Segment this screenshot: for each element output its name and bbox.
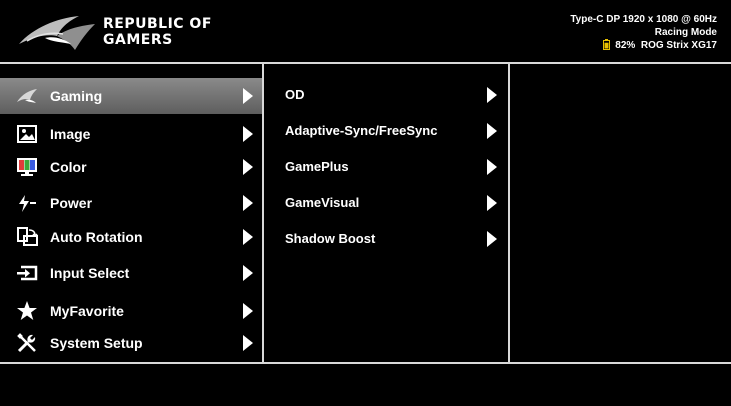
divider-top — [0, 62, 731, 64]
mode-info: Racing Mode — [654, 27, 717, 38]
menu-item-color[interactable]: Color — [0, 149, 262, 185]
brand-name: REPUBLIC OF GAMERS — [103, 16, 212, 48]
submenu-item-label: OD — [285, 87, 305, 102]
rog-logo-icon — [19, 16, 95, 50]
chevron-right-icon — [243, 335, 253, 351]
chevron-right-icon — [243, 195, 253, 211]
battery-row: 82% ROG Strix XG17 — [570, 39, 717, 52]
chevron-right-icon — [487, 159, 497, 175]
brand-line-1: REPUBLIC OF — [103, 16, 212, 32]
chevron-right-icon — [243, 159, 253, 175]
color-icon — [17, 158, 37, 176]
chevron-right-icon — [243, 88, 253, 104]
battery-icon — [603, 39, 611, 50]
chevron-right-icon — [243, 229, 253, 245]
menu-item-label: Color — [50, 159, 87, 175]
chevron-right-icon — [487, 123, 497, 139]
submenu-item-shadow-boost[interactable]: Shadow Boost — [264, 221, 508, 257]
chevron-right-icon — [487, 87, 497, 103]
model-name: ROG Strix XG17 — [640, 40, 717, 51]
submenu-item-gamevisual[interactable]: GameVisual — [264, 185, 508, 221]
menu-item-gaming[interactable]: Gaming — [0, 78, 262, 114]
menu-item-label: Auto Rotation — [50, 229, 143, 245]
divider-bottom — [0, 362, 731, 364]
menu-item-label: Input Select — [50, 265, 130, 281]
submenu-item-adaptive-sync[interactable]: Adaptive-Sync/FreeSync — [264, 113, 508, 149]
rog-eye-icon — [17, 89, 37, 103]
chevron-right-icon — [487, 231, 497, 247]
submenu-item-od[interactable]: OD — [264, 77, 508, 113]
menu-item-label: System Setup — [50, 335, 143, 351]
submenu-item-gameplus[interactable]: GamePlus — [264, 149, 508, 185]
header: REPUBLIC OF GAMERS Type-C DP 1920 x 1080… — [0, 0, 731, 62]
brand-line-2: GAMERS — [103, 32, 173, 48]
star-icon — [17, 301, 37, 320]
menu-item-auto-rotation[interactable]: Auto Rotation — [0, 219, 262, 255]
detail-panel — [510, 64, 731, 362]
submenu-item-label: Adaptive-Sync/FreeSync — [285, 123, 438, 138]
submenu-item-label: GameVisual — [285, 195, 360, 210]
chevron-right-icon — [487, 195, 497, 211]
image-icon — [17, 125, 37, 143]
chevron-right-icon — [243, 303, 253, 319]
divider-column-2 — [508, 62, 510, 364]
chevron-right-icon — [243, 126, 253, 142]
tools-icon — [17, 333, 36, 353]
chevron-right-icon — [243, 265, 253, 281]
submenu-item-label: GamePlus — [285, 159, 349, 174]
menu-item-input-select[interactable]: Input Select — [0, 255, 262, 291]
input-select-icon — [17, 265, 38, 281]
signal-info: Type-C DP 1920 x 1080 @ 60Hz — [570, 14, 717, 25]
menu-item-system-setup[interactable]: System Setup — [0, 325, 262, 361]
power-icon — [19, 195, 36, 212]
menu-item-label: MyFavorite — [50, 303, 124, 319]
battery-percent: 82% — [615, 40, 636, 51]
menu-item-image[interactable]: Image — [0, 116, 262, 152]
menu-item-label: Gaming — [50, 88, 103, 104]
menu-item-myfavorite[interactable]: MyFavorite — [0, 293, 262, 329]
auto-rotation-icon — [17, 227, 38, 246]
menu-item-label: Image — [50, 126, 91, 142]
divider-column-1 — [262, 62, 264, 364]
status-panel: Type-C DP 1920 x 1080 @ 60Hz Racing Mode… — [570, 13, 717, 52]
menu-item-label: Power — [50, 195, 93, 211]
menu-item-power[interactable]: Power — [0, 185, 262, 221]
submenu-item-label: Shadow Boost — [285, 231, 376, 246]
